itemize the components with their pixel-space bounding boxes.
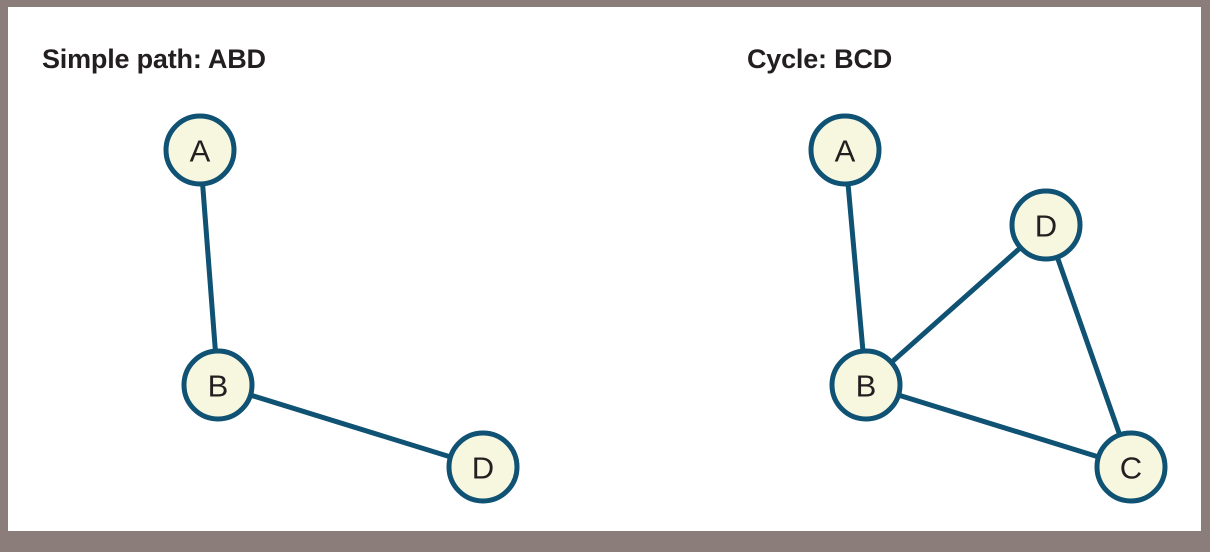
node-cycle-B[interactable]: B: [829, 348, 903, 422]
panel-title-cycle: Cycle: BCD: [747, 44, 893, 74]
panel-simple-path: Simple path: ABD: [8, 7, 608, 531]
node-circle-D: [446, 430, 520, 504]
node-label-C: C: [1120, 451, 1142, 486]
edge-simple-path-AB: [197, 147, 221, 388]
node-circle-C: [1094, 430, 1168, 504]
graph-drawing-layer: A B D A D B C: [163, 113, 1168, 504]
edges-layer: [197, 147, 1134, 470]
edge-cycle-BC: [863, 382, 1134, 470]
edge-cycle-DC: [1043, 222, 1134, 470]
node-label-D: D: [1035, 209, 1057, 244]
panel-cycle: Cycle: BCD: [608, 7, 1201, 531]
node-circle-D: [1009, 188, 1083, 262]
nodes-layer: A B D A D B C: [163, 113, 1168, 504]
node-circle-B: [181, 348, 255, 422]
node-circle-A: [808, 113, 882, 187]
figure-canvas: Simple path: ABD Cycle: BCD A B D A D B C: [8, 7, 1201, 531]
edge-simple-path-BD: [215, 382, 486, 470]
node-label-B: B: [856, 369, 877, 404]
edge-cycle-BD: [863, 222, 1049, 388]
node-cycle-C[interactable]: C: [1094, 430, 1168, 504]
node-label-A: A: [835, 134, 856, 169]
panel-title-simple-path: Simple path: ABD: [42, 44, 266, 74]
node-label-D: D: [472, 451, 494, 486]
node-simple-path-D[interactable]: D: [446, 430, 520, 504]
node-circle-A: [163, 113, 237, 187]
node-cycle-D[interactable]: D: [1009, 188, 1083, 262]
node-simple-path-A[interactable]: A: [163, 113, 237, 187]
node-label-A: A: [190, 134, 211, 169]
edge-cycle-AB: [842, 147, 869, 388]
node-circle-B: [829, 348, 903, 422]
node-label-B: B: [208, 369, 229, 404]
node-simple-path-B[interactable]: B: [181, 348, 255, 422]
node-cycle-A[interactable]: A: [808, 113, 882, 187]
